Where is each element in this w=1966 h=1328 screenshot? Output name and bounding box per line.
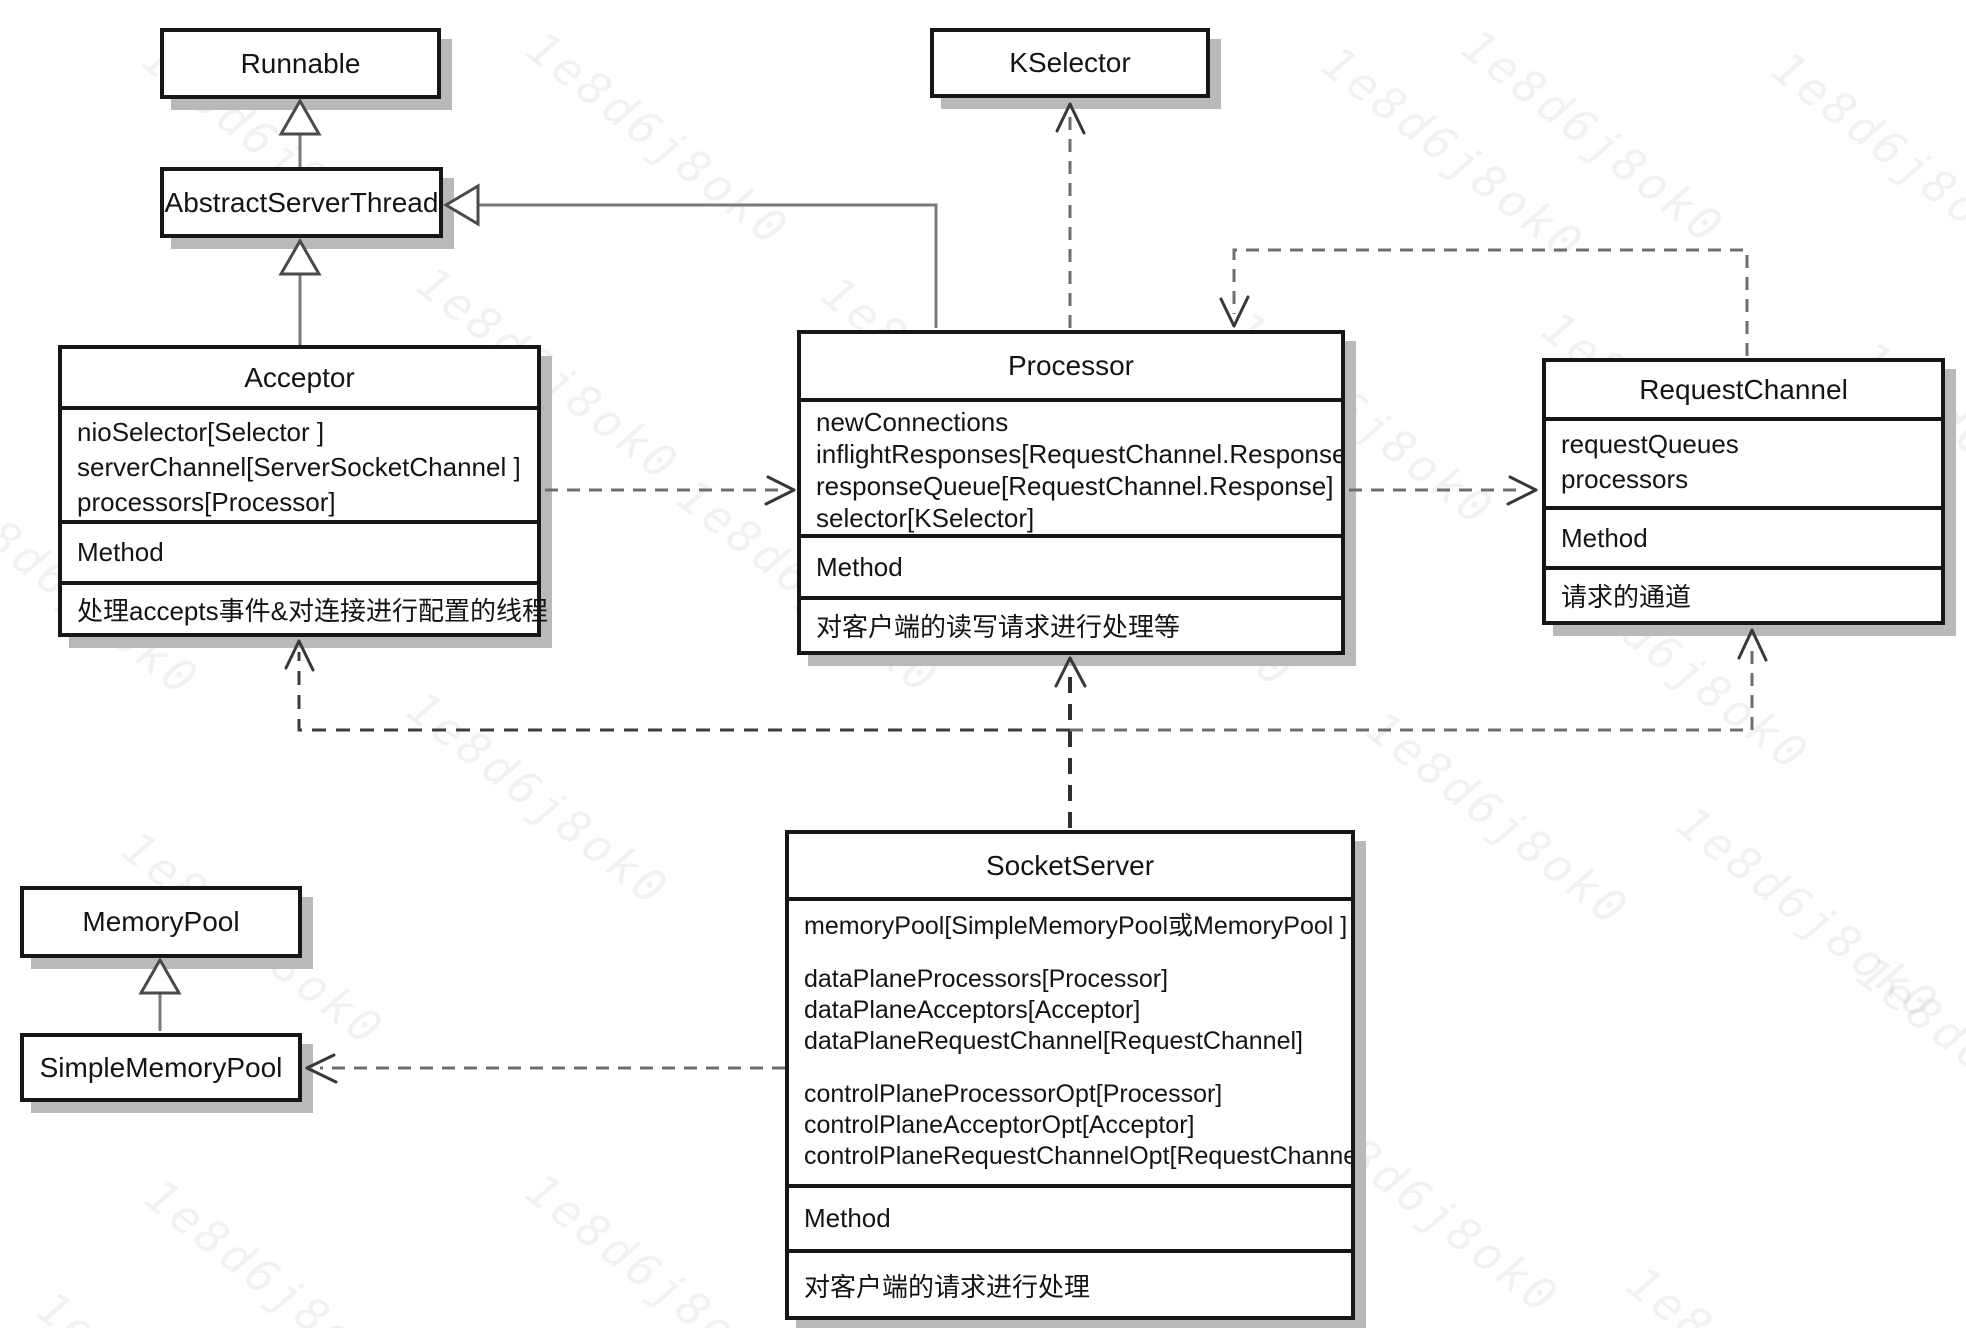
attribute-line: serverChannel[ServerSocketChannel ]	[77, 452, 521, 482]
class-title: MemoryPool	[82, 906, 240, 937]
description-compartment: 处理accepts事件&对连接进行配置的线程	[62, 581, 548, 633]
watermark-text: 1e8d6j8ok0	[1761, 40, 1966, 278]
attributes-compartment: memoryPool[SimpleMemoryPool或MemoryPool ]…	[789, 897, 1351, 1184]
class-title: Acceptor	[244, 361, 355, 393]
watermark-text: 1e8d6j8ok0	[1617, 1255, 1900, 1328]
attribute-line: selector[KSelector]	[816, 503, 1035, 533]
attribute-line: processors	[1561, 464, 1689, 494]
method-compartment: Method	[1546, 506, 1941, 566]
description-compartment: 请求的通道	[1546, 566, 1941, 621]
class-title: KSelector	[1009, 47, 1131, 78]
attribute-line: controlPlaneProcessorOpt[Processor]	[804, 1080, 1223, 1108]
attribute-line: memoryPool[SimpleMemoryPool或MemoryPool ]	[804, 912, 1348, 940]
attribute-line: dataPlaneProcessors[Processor]	[804, 965, 1169, 993]
attribute-line: processors[Processor]	[77, 487, 336, 517]
class-title: Runnable	[240, 47, 361, 79]
attribute-line: newConnections	[816, 407, 1009, 437]
attributes-compartment: nioSelector[Selector ] serverChannel[Serv…	[62, 406, 537, 520]
class-box-acceptor: Acceptor nioSelector[Selector ] serverCha…	[58, 345, 548, 637]
class-box-memory-pool: MemoryPool	[20, 886, 302, 958]
class-box-socket-server: SocketServer memoryPool[SimpleMemoryPool…	[785, 830, 1355, 1320]
description-compartment: 对客户端的请求进行处理	[789, 1249, 1351, 1316]
watermark-text: 1e8d6j8ok0	[134, 1168, 418, 1328]
class-title: SimpleMemoryPool	[39, 1051, 283, 1083]
watermark-text: 1e8d6j8ok0	[1356, 700, 1640, 938]
watermark-text: 1e8d6j8ok0	[396, 680, 680, 918]
class-box-abstract-server-thread: AbstractServerThread	[160, 167, 443, 238]
watermark-text: 1e8d6j8ok0	[1846, 945, 1966, 1183]
attribute-line: nioSelector[Selector ]	[77, 417, 325, 447]
attribute-line: dataPlaneAcceptors[Acceptor]	[804, 996, 1141, 1024]
attribute-line: inflightResponses[RequestChannel.Respons…	[816, 439, 1341, 469]
method-compartment: Method	[62, 520, 537, 581]
attribute-line: controlPlaneRequestChannelOpt[RequestCha…	[804, 1142, 1351, 1170]
class-title: SocketServer	[985, 849, 1155, 881]
method-compartment: Method	[801, 534, 1341, 596]
class-title: Processor	[1007, 350, 1135, 381]
description-compartment: 对客户端的读写请求进行处理等	[801, 596, 1341, 651]
method-compartment: Method	[789, 1184, 1351, 1249]
class-box-kselector: KSelector	[930, 28, 1210, 98]
class-box-runnable: Runnable	[160, 28, 441, 99]
class-box-request-channel: RequestChannel requestQueues processors M…	[1542, 358, 1945, 625]
watermark-text: 1e8d6j8ok0	[516, 20, 800, 258]
attribute-line	[804, 942, 1343, 964]
attributes-compartment: requestQueues processors	[1546, 417, 1941, 506]
class-title: RequestChannel	[1639, 373, 1848, 405]
watermark-text: 1e8d6j8ok0	[515, 1162, 799, 1328]
attribute-line: dataPlaneRequestChannel[RequestChannel]	[804, 1027, 1303, 1055]
attribute-line: requestQueues	[1561, 429, 1739, 459]
attribute-line: responseQueue[RequestChannel.Response]	[816, 471, 1334, 501]
class-box-simple-memory-pool: SimpleMemoryPool	[20, 1033, 302, 1102]
attribute-line	[804, 1057, 1343, 1079]
attribute-line: controlPlaneAcceptorOpt[Acceptor]	[804, 1111, 1195, 1139]
class-title: AbstractServerThread	[164, 186, 439, 218]
